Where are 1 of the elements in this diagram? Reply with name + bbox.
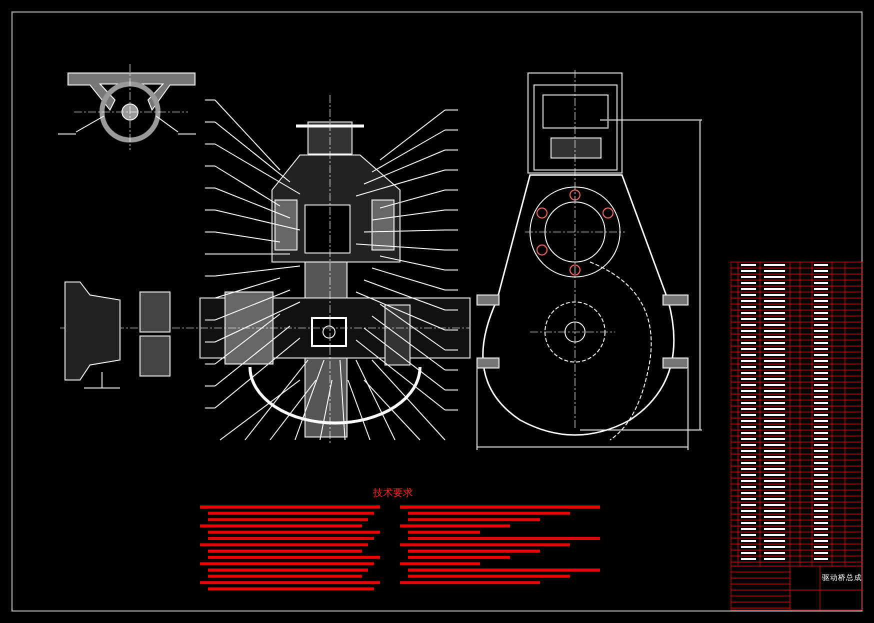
notes-heading: 技术要求 xyxy=(373,489,413,499)
